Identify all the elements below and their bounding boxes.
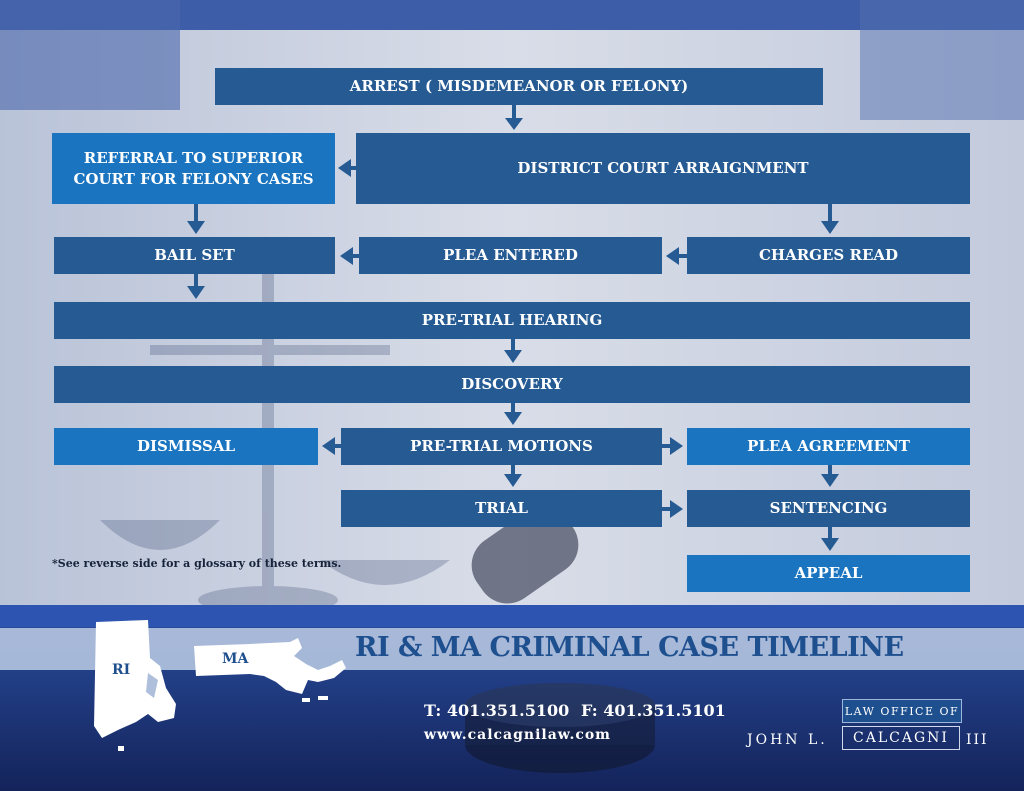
sentencing-box: SENTENCING	[687, 490, 970, 527]
attorney-last-name-text: CALCAGNI	[853, 730, 949, 746]
plea-entered-box: PLEA ENTERED	[359, 237, 662, 274]
website: www.calcagnilaw.com	[424, 727, 611, 743]
law-office-of-label: LAW OFFICE OF	[842, 699, 962, 723]
appeal-box: APPEAL	[687, 555, 970, 592]
page-title: RI & MA CRIMINAL CASE TIMELINE	[355, 632, 904, 663]
attorney-last-name: CALCAGNI	[842, 726, 960, 750]
ma-label: MA	[222, 651, 249, 667]
ri-label: RI	[112, 662, 131, 678]
attorney-first-name: JOHN L.	[747, 732, 828, 748]
charges-read-box: CHARGES READ	[687, 237, 970, 274]
attorney-suffix: III	[966, 732, 989, 748]
rhode-island-map	[94, 620, 176, 751]
bail-set-box: BAIL SET	[54, 237, 335, 274]
trial-box: TRIAL	[341, 490, 662, 527]
arrest-box: ARREST ( MISDEMEANOR OR FELONY)	[215, 68, 823, 105]
law-office-of-text: LAW OFFICE OF	[844, 704, 960, 718]
glossary-note: *See reverse side for a glossary of thes…	[52, 557, 342, 570]
discovery-box: DISCOVERY	[54, 366, 970, 403]
phone-number: T: 401.351.5100	[424, 701, 570, 720]
dismissal-box: DISMISSAL	[54, 428, 318, 465]
referral-box: REFERRAL TO SUPERIOR COURT FOR FELONY CA…	[52, 133, 335, 204]
plea-agreement-box: PLEA AGREEMENT	[687, 428, 970, 465]
fax-number: F: 401.351.5101	[581, 701, 726, 720]
district-arraignment-box: DISTRICT COURT ARRAIGNMENT	[356, 133, 970, 204]
massachusetts-map	[194, 638, 346, 702]
pretrial-hearing-box: PRE-TRIAL HEARING	[54, 302, 970, 339]
title-band	[0, 628, 1024, 670]
pretrial-motions-box: PRE-TRIAL MOTIONS	[341, 428, 662, 465]
